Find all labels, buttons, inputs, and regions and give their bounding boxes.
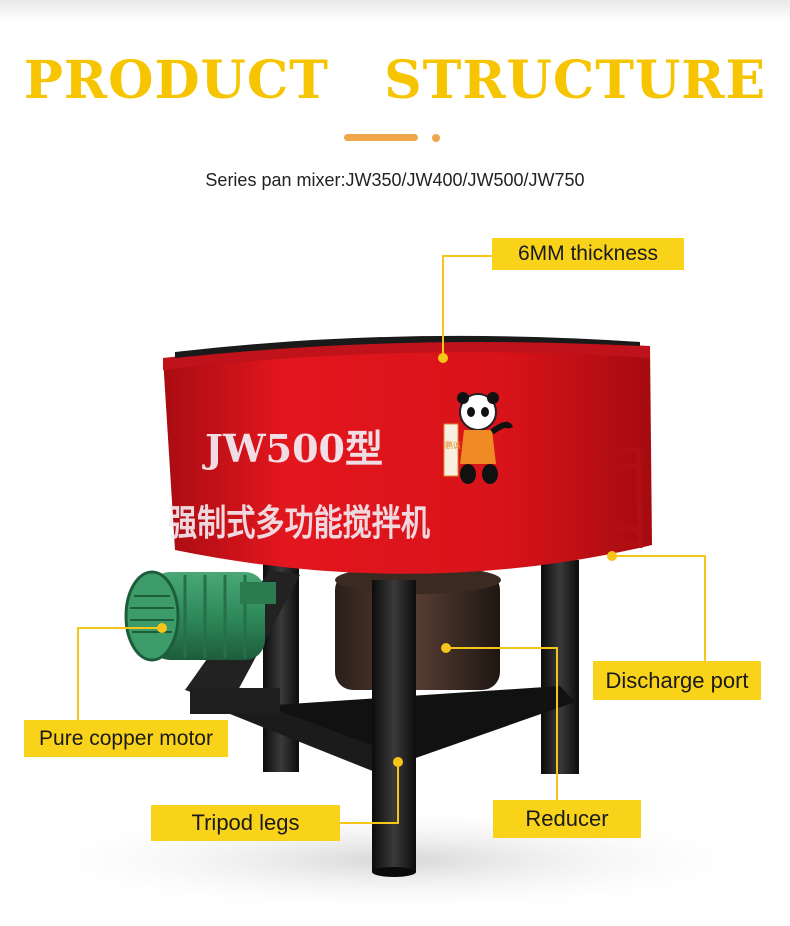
pan-drum	[163, 346, 652, 574]
leg-front	[372, 580, 416, 872]
leader-motor	[77, 627, 162, 720]
motor-plate	[190, 688, 280, 714]
page-subtitle: Series pan mixer:JW350/JW400/JW500/JW750	[205, 170, 585, 190]
leader-legs	[340, 762, 399, 824]
leader-dots	[157, 353, 617, 767]
model-print: JW500型	[202, 426, 383, 471]
motor-fan-cover	[124, 570, 180, 662]
mascot-tag: 鹏诚	[445, 440, 461, 450]
tripod-brace	[230, 700, 412, 780]
leader-thickness	[442, 255, 492, 358]
panda-mascot-logo: 鹏诚	[443, 392, 513, 484]
leg-back-right	[541, 560, 579, 774]
leader-lines	[77, 255, 706, 824]
title-underline-dot	[432, 134, 440, 142]
label-6mm-thickness: 6MM thickness	[492, 238, 684, 270]
discharge-port	[599, 447, 645, 549]
body-print: 强制式多功能搅拌机	[168, 503, 430, 544]
leader-reducer	[446, 647, 558, 800]
leader-discharge	[612, 555, 706, 661]
top-shadow	[0, 0, 790, 22]
page-title: PRODUCT STRUCTURE	[23, 50, 767, 111]
label-pure-copper-motor: Pure copper motor	[24, 720, 228, 757]
title-underline-bar	[344, 134, 418, 141]
motor-body	[150, 572, 265, 660]
label-reducer: Reducer	[493, 800, 641, 838]
label-discharge-port: Discharge port	[593, 661, 761, 700]
label-tripod-legs: Tripod legs	[151, 805, 340, 841]
